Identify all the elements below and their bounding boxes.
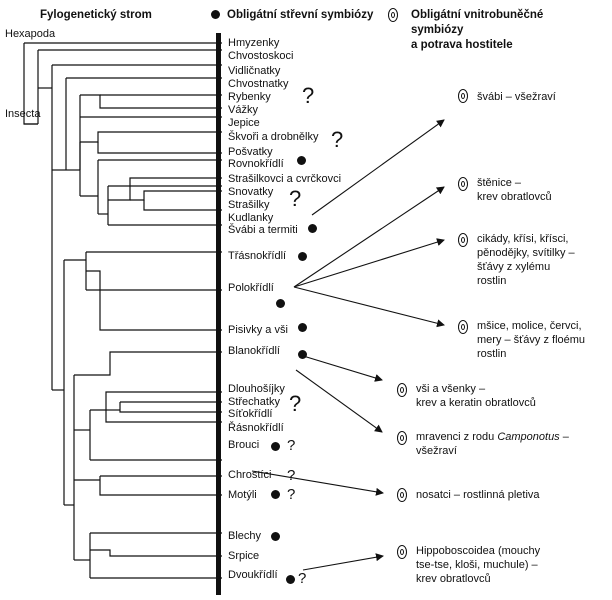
intracellular-vsi-1: vši a všenky – bbox=[416, 383, 486, 395]
intracellular-hippoboscoidea-3: krev obratlovců bbox=[416, 573, 491, 585]
taxon-snovatky: Snovatky bbox=[228, 186, 274, 198]
taxon-vazky: Vážky bbox=[228, 104, 258, 116]
taxon-svabi-termiti: Švábi a termiti bbox=[228, 224, 298, 236]
question-mark-brouci: ? bbox=[287, 437, 296, 454]
taxon-trasnokridli: Třásnokřídlí bbox=[228, 250, 287, 262]
gut-dot-trasnokridli bbox=[298, 252, 307, 261]
intracellular-hippoboscoidea-2: tse-tse, kloši, muchule) – bbox=[416, 559, 538, 571]
taxon-posvatky: Pošvatky bbox=[228, 146, 273, 158]
taxon-rovnokridli: Rovnokřídlí bbox=[228, 158, 284, 170]
taxon-skvori: Škvoři a drobnělky bbox=[228, 131, 319, 143]
taxon-sitokridli: Síťokřídlí bbox=[228, 408, 273, 420]
taxon-strasilkovci: Strašilkovci a cvrčkovci bbox=[228, 173, 342, 185]
taxon-jepice: Jepice bbox=[228, 117, 260, 129]
intracellular-title-2: symbiózy bbox=[411, 24, 464, 36]
intracellular-title-1: Obligátní vnitrobuněčné bbox=[411, 9, 544, 21]
gut-dot-dvoukridli bbox=[286, 575, 295, 584]
intracellular-hippoboscoidea-1: Hippoboscoidea (mouchy bbox=[416, 545, 541, 557]
intracellular-cikady-1: cikády, křísi, křísci, bbox=[477, 233, 569, 245]
tree-title: Fylogenetický strom bbox=[40, 9, 152, 21]
taxon-hmyzenky: Hmyzenky bbox=[228, 37, 280, 49]
intracellular-cikady-4: rostlin bbox=[477, 275, 507, 287]
intracellular-icon-cikady bbox=[458, 233, 468, 247]
intracellular-cikady-3: šťávy z xylému bbox=[477, 261, 551, 273]
question-mark-dvoukridli: ? bbox=[298, 570, 307, 587]
gut-dot-blanokridli bbox=[298, 350, 307, 359]
intracellular-stenice-1: štěnice – bbox=[477, 177, 522, 189]
intracellular-nosatci: nosatci – rostlinná pletiva bbox=[416, 489, 540, 501]
intracellular-msice-2: mery – šťávy z floému bbox=[477, 334, 586, 346]
gut-dot-brouci bbox=[271, 442, 280, 451]
intracellular-msice-1: mšice, molice, červci, bbox=[477, 320, 582, 332]
intracellular-icon-mravenci bbox=[397, 431, 407, 445]
taxon-strasilky: Strašilky bbox=[228, 199, 270, 211]
intracellular-icon-msice bbox=[458, 320, 468, 334]
taxon-chvostoskoci: Chvostoskoci bbox=[228, 50, 294, 62]
intracellular-cikady-2: pěnodějky, svítilky – bbox=[477, 247, 575, 259]
taxon-srpice: Srpice bbox=[228, 550, 260, 562]
gut-dot-pisivky bbox=[298, 323, 307, 332]
mravenci-suffix: – bbox=[559, 431, 569, 443]
taxon-dlouhosijky: Dlouhošíjky bbox=[228, 383, 285, 395]
intracellular-mravenci-2: všežraví bbox=[416, 445, 457, 457]
taxon-kudlanky: Kudlanky bbox=[228, 212, 274, 224]
intracellular-icon-nosatci bbox=[397, 488, 407, 502]
intracellular-icon-svabi bbox=[458, 89, 468, 103]
intracellular-msice-3: rostlin bbox=[477, 348, 507, 360]
question-mark-strechatky: ? bbox=[289, 391, 302, 416]
taxon-blanokridli: Blanokřídlí bbox=[228, 345, 280, 357]
taxon-chrostici: Chrostíci bbox=[228, 469, 272, 481]
gut-dot-blechy bbox=[271, 532, 280, 541]
question-mark-rybenky: ? bbox=[302, 83, 315, 108]
taxon-pisivky-vsi: Pisivky a vši bbox=[228, 324, 288, 336]
gut-symbiosis-legend-dot bbox=[211, 10, 220, 19]
taxon-brouci: Brouci bbox=[228, 439, 260, 451]
taxon-vidlicnatky: Vidličnatky bbox=[228, 65, 281, 77]
group-label-insecta: Insecta bbox=[5, 108, 41, 120]
intracellular-stenice-2: krev obratlovců bbox=[477, 191, 552, 203]
taxon-dvoukridli: Dvoukřídlí bbox=[228, 569, 278, 581]
gut-dot-polokridli bbox=[276, 299, 285, 308]
question-mark-strasilky: ? bbox=[289, 186, 302, 211]
gut-symbiosis-title: Obligátní střevní symbiózy bbox=[227, 9, 374, 21]
intracellular-vsi-2: krev a keratin obratlovců bbox=[416, 397, 536, 409]
taxon-chvostnatky: Chvostnatky bbox=[228, 78, 289, 90]
intracellular-svabi: švábi – všežraví bbox=[477, 91, 556, 103]
intracellular-icon-stenice bbox=[458, 177, 468, 191]
intracellular-mravenci-1: mravenci z rodu Camponotus – bbox=[416, 431, 569, 444]
intracellular-title-3: a potrava hostitele bbox=[411, 39, 513, 51]
taxon-strechatky: Střechatky bbox=[228, 396, 280, 408]
group-label-hexapoda: Hexapoda bbox=[5, 28, 56, 40]
question-mark-chrostici: ? bbox=[287, 467, 296, 484]
mravenci-genus: Camponotus bbox=[497, 431, 560, 443]
gut-dot-motyli bbox=[271, 490, 280, 499]
gut-dot-svabi-termiti bbox=[308, 224, 317, 233]
intracellular-icon-hippoboscoidea bbox=[397, 545, 407, 559]
taxon-blechy: Blechy bbox=[228, 530, 262, 542]
taxon-rasnokridli: Řásnokřídlí bbox=[228, 422, 284, 434]
mravenci-prefix: mravenci z rodu bbox=[416, 431, 498, 443]
intracellular-legend-icon bbox=[388, 8, 398, 22]
question-mark-skvori: ? bbox=[331, 127, 344, 152]
taxon-rybenky: Rybenky bbox=[228, 91, 271, 103]
gut-dot-rovnokridli bbox=[297, 156, 306, 165]
taxon-polokridli: Polokřídlí bbox=[228, 282, 274, 294]
question-mark-motyli: ? bbox=[287, 486, 296, 503]
intracellular-icon-vsi bbox=[397, 383, 407, 397]
taxon-motyli: Motýli bbox=[228, 489, 257, 501]
